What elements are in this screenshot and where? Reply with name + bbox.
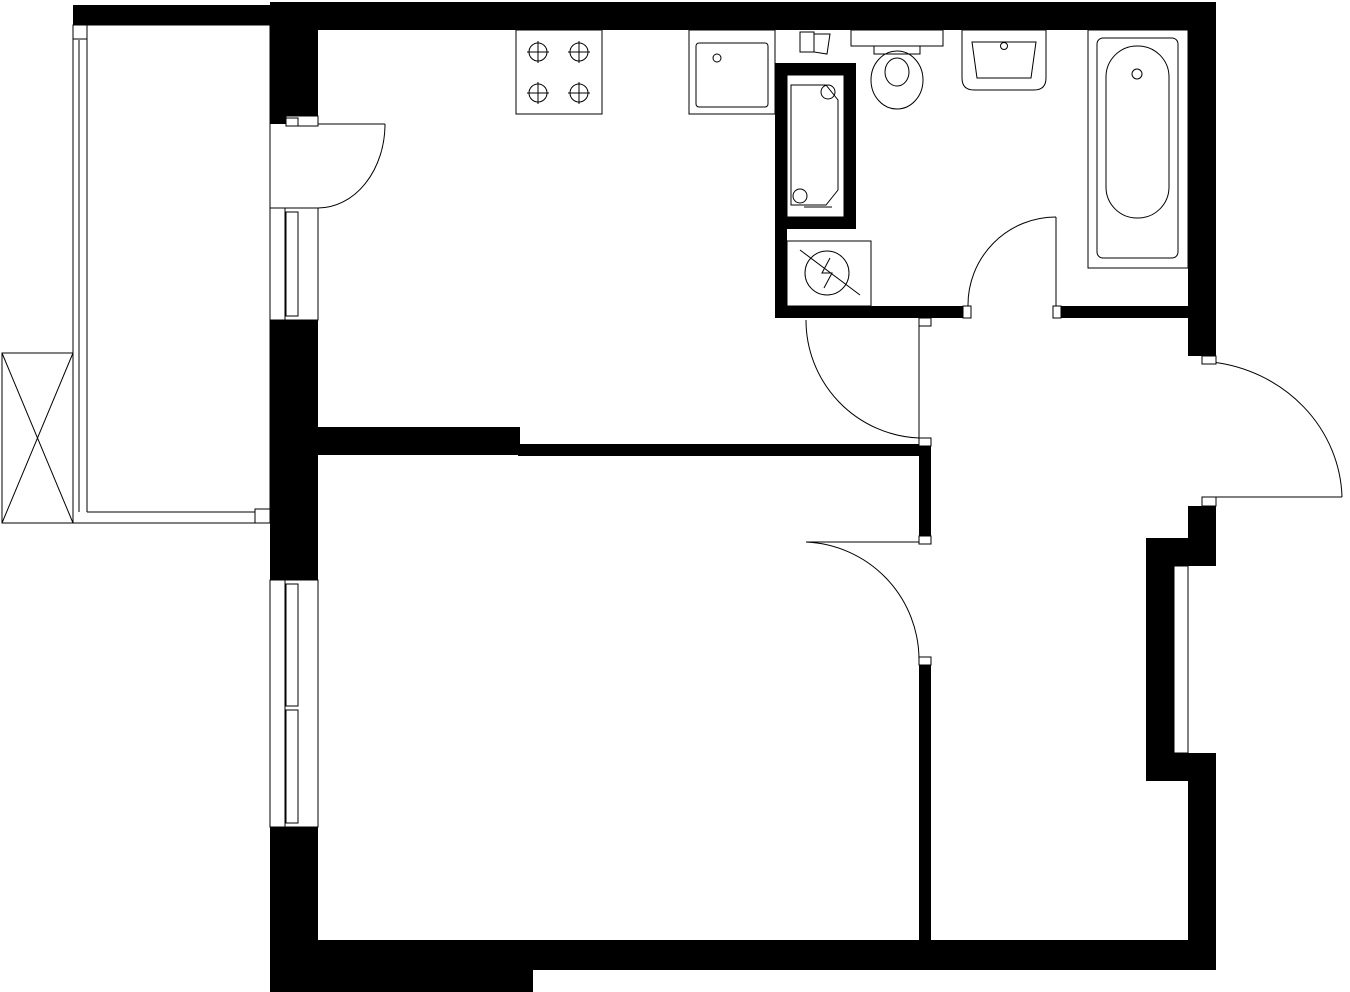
wall-right-lower [1188, 753, 1216, 970]
water-heater [786, 240, 872, 307]
wall-right-upper [1188, 2, 1216, 356]
windows [269, 115, 319, 828]
walls [73, 2, 1216, 992]
balcony-top-wall [73, 5, 270, 25]
bathroom-bottom-wall-right [1061, 306, 1188, 318]
bedroom-hall-wall-lower [919, 661, 931, 942]
kitchen-window [269, 207, 319, 321]
bathroom-fixtures [786, 29, 1189, 307]
entrance-door [1201, 355, 1343, 507]
bedroom-window [269, 579, 319, 828]
utility-fixtures [1173, 565, 1189, 754]
toilet [799, 29, 944, 110]
balcony-outline [72, 24, 271, 524]
kitchen-bedroom-wall-thick [318, 427, 520, 455]
balcony-door [285, 117, 386, 209]
cabinet-niche-bottom [775, 217, 856, 229]
wall-top [270, 2, 1216, 30]
cabinet-niche-frame [775, 63, 856, 75]
utility-cabinet [1173, 565, 1189, 754]
wall-left-middle [270, 320, 318, 580]
bedroom-door [805, 535, 932, 666]
shower-tray [786, 74, 845, 218]
balcony-cabinet [1, 352, 74, 524]
sink-counter [688, 29, 776, 115]
bathroom-door [962, 216, 1062, 319]
wall-bottom-thick [318, 940, 533, 992]
bedroom-hall-wall-upper [919, 455, 931, 542]
wall-right-stub [1188, 506, 1216, 540]
wall-left-upper [270, 2, 318, 124]
doors [285, 117, 1343, 666]
kitchen-door [805, 317, 932, 447]
cabinet-niche-right [844, 63, 856, 229]
washbasin [961, 29, 1047, 91]
niche-wall [1146, 538, 1174, 781]
bathroom-bottom-wall-left [775, 306, 963, 318]
stove [515, 29, 603, 115]
bathtub [1087, 29, 1189, 269]
bathroom-left-wall [775, 63, 787, 317]
balcony [1, 24, 271, 524]
kitchen-bedroom-wall [518, 444, 931, 456]
kitchen-fixtures [515, 29, 776, 115]
